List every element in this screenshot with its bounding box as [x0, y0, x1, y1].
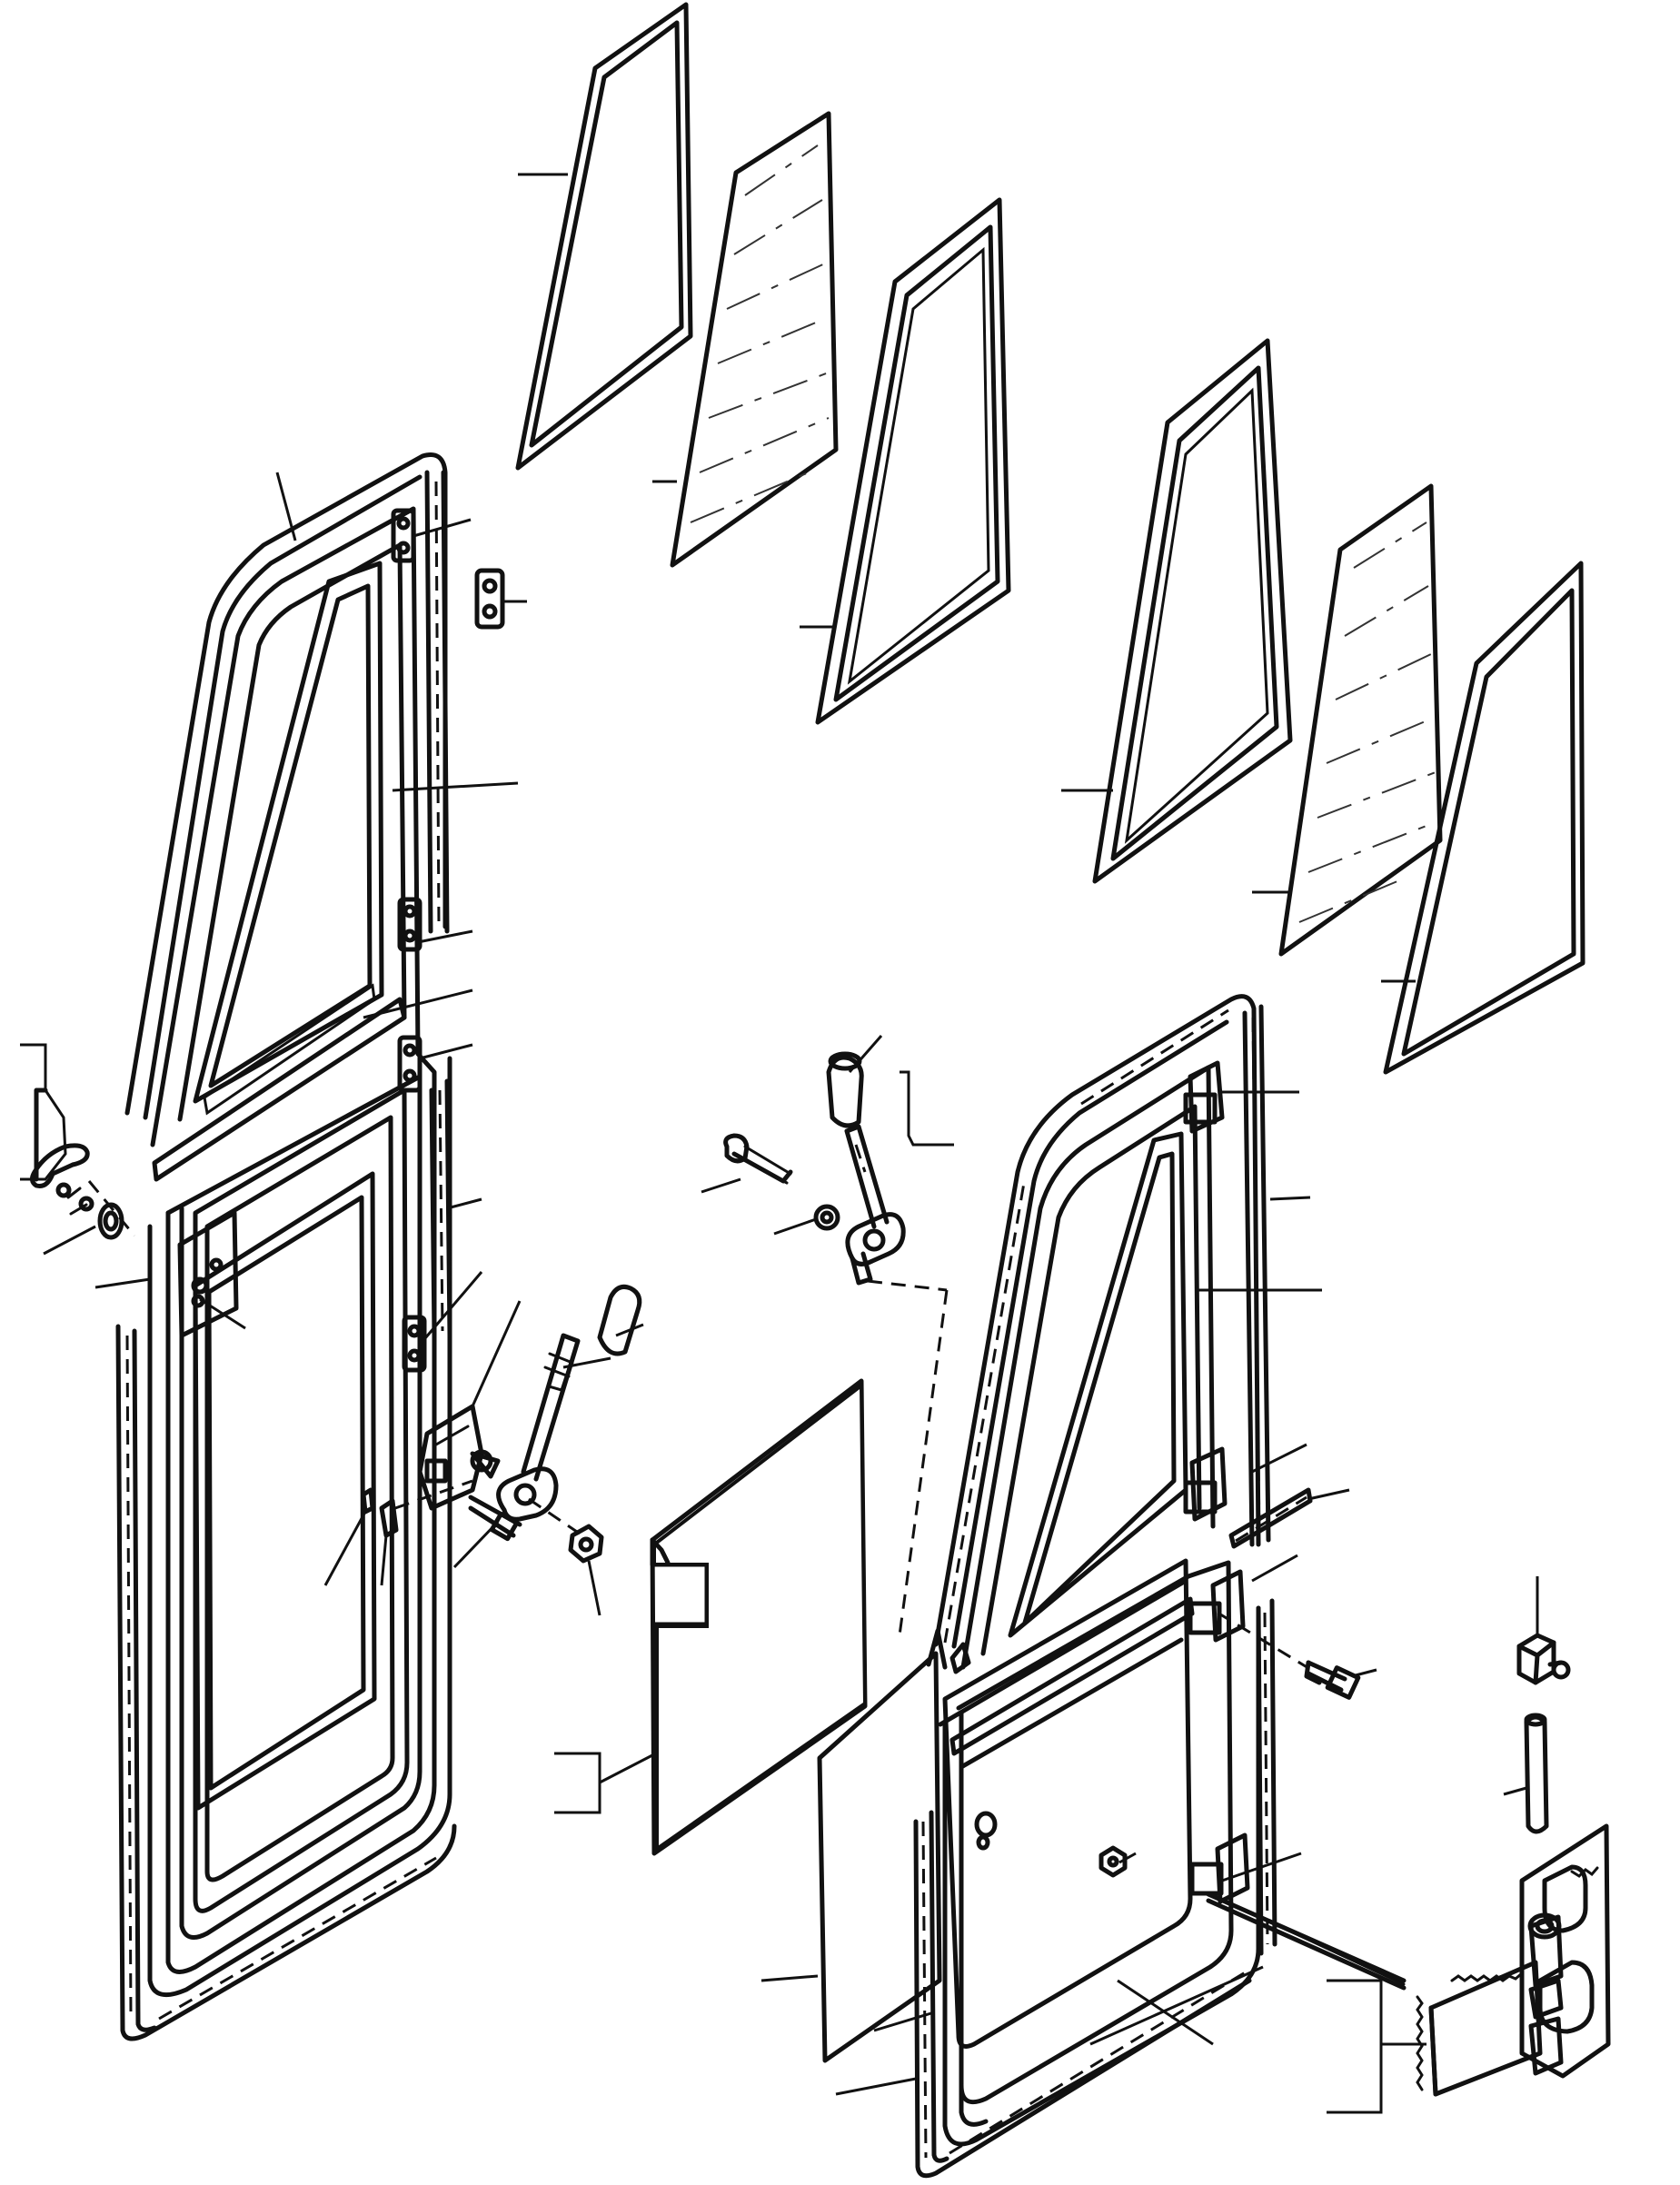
upper-glass-pane-right [1252, 483, 1443, 957]
hinge-pin [1503, 1713, 1549, 1834]
upper-glass-seal-left [515, 2, 693, 471]
upper-glass-frame-seal-right [1381, 561, 1586, 1075]
handle-lever-left [20, 1043, 136, 1256]
upper-glass-seal-right [1061, 338, 1293, 884]
upper-glass-frame-seal-left [800, 197, 1011, 725]
right-door-assembly [835, 994, 1350, 2179]
door-panel-insulation [554, 1378, 868, 1856]
hinge-block [1516, 1576, 1571, 1685]
left-door-assembly [94, 452, 527, 2041]
upper-glass-pane-left [652, 111, 839, 568]
hinge-assembly [1206, 1823, 1611, 2114]
handle-lever-center [496, 1284, 644, 1522]
handle-lever-right [701, 1035, 954, 1636]
inner-door-panel [760, 1651, 942, 2063]
door-hinge-bolt [1217, 1611, 1377, 1700]
